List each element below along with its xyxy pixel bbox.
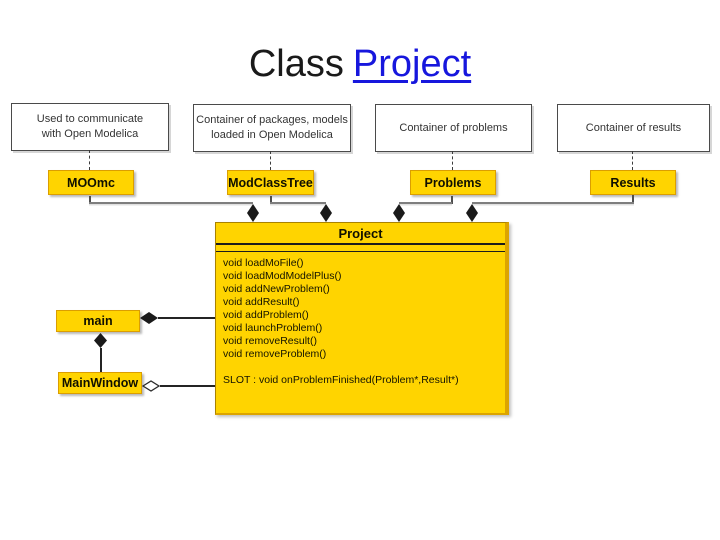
connector-segment (100, 348, 102, 372)
connector-segment (160, 385, 215, 387)
method-item: void removeResult() (223, 335, 317, 347)
slot-method-item: SLOT : void onProblemFinished(Problem*,R… (223, 374, 459, 386)
project-link[interactable]: Project (352, 43, 472, 85)
dashed-connector (632, 151, 633, 170)
class-box-moomc: MOOmc (48, 170, 134, 195)
composition-diamond-icon (140, 312, 158, 324)
title-text: Class (248, 43, 344, 85)
class-label: ModClassTree (228, 175, 313, 190)
note-moomc: Used to communicate with Open Modelica (11, 103, 169, 151)
note-line: Container of packages, models (196, 114, 348, 126)
class-label: main (83, 314, 113, 328)
composition-diamond-icon (247, 204, 259, 222)
note-problems: Container of problems (375, 104, 532, 152)
project-attributes-compartment (216, 245, 505, 252)
class-box-project: Project void loadMoFile() void loadModMo… (215, 222, 509, 415)
method-item: void addNewProblem() (223, 283, 330, 295)
connector-segment (89, 196, 91, 204)
method-item: void addProblem() (223, 309, 309, 321)
dashed-connector (270, 151, 271, 170)
aggregation-diamond-icon (142, 380, 160, 392)
connector-segment (472, 202, 634, 204)
dashed-connector (452, 151, 453, 170)
project-class-name: Project (216, 223, 505, 245)
connector-segment (399, 202, 452, 204)
note-line: Used to communicate (36, 113, 144, 125)
method-item: void launchProblem() (223, 322, 323, 334)
class-box-modclasstree: ModClassTree (227, 170, 314, 195)
class-box-problems: Problems (410, 170, 496, 195)
connector-segment (270, 196, 272, 204)
class-label: MOOmc (67, 175, 115, 190)
class-label: Results (610, 175, 656, 190)
project-methods-compartment: void loadMoFile() void loadModModelPlus(… (216, 252, 505, 387)
composition-diamond-icon (466, 204, 478, 222)
note-results: Container of results (557, 104, 710, 152)
class-label: MainWindow (61, 376, 139, 390)
connector-segment (158, 317, 215, 319)
note-modclasstree: Container of packages, models loaded in … (193, 104, 351, 152)
composition-diamond-icon (320, 204, 332, 222)
class-box-results: Results (590, 170, 676, 195)
note-line: loaded in Open Modelica (211, 129, 333, 141)
method-item: void removeProblem() (223, 348, 327, 360)
method-item: void loadMoFile() (223, 257, 304, 269)
dashed-connector (89, 150, 90, 170)
composition-diamond-icon (393, 204, 405, 222)
class-box-main: main (56, 310, 140, 332)
method-item: void addResult() (223, 296, 300, 308)
composition-diamond-icon (94, 333, 107, 348)
note-line: with Open Modelica (41, 128, 139, 140)
connector-segment (451, 196, 453, 204)
connector-segment (89, 202, 253, 204)
note-line: Container of problems (399, 121, 508, 134)
class-label: Problems (424, 175, 482, 190)
method-item: void loadModModelPlus() (223, 270, 342, 282)
note-line: Container of results (585, 121, 682, 134)
connector-segment (632, 195, 634, 204)
connector-segment (270, 202, 326, 204)
class-box-mainwindow: MainWindow (58, 372, 142, 394)
